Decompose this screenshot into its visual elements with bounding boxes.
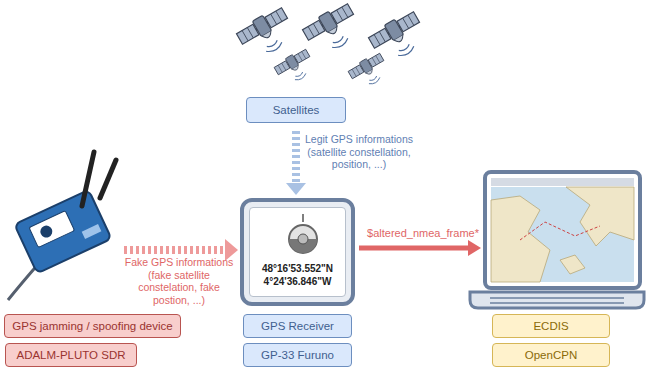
laptop-icon-part bbox=[470, 292, 644, 308]
laptop-icon-part bbox=[566, 187, 634, 246]
sdr-device-icon-part-part bbox=[82, 224, 102, 239]
label-box: GP-33 Furuno bbox=[243, 343, 352, 367]
sdr-device-icon-part bbox=[82, 152, 94, 206]
crosshair-icon-part bbox=[302, 214, 304, 222]
signal-label: Fake GPS informations (fake satellite co… bbox=[122, 256, 236, 306]
sdr-device-icon-part bbox=[14, 190, 111, 274]
laptop-icon-part bbox=[560, 255, 585, 274]
crosshair-icon-part bbox=[289, 225, 317, 253]
sdr-device-icon-part-part bbox=[38, 224, 54, 240]
nmea-arrow-part bbox=[468, 240, 481, 256]
nmea-label: $altered_nmea_frame* bbox=[361, 227, 485, 240]
fake-signal-arrow-part bbox=[124, 246, 226, 254]
sdr-device-icon-part-part bbox=[29, 211, 75, 248]
box-label: GPS Receiver bbox=[261, 320, 334, 332]
coordinate-text-group: 48°16'53.552"N4°24'36.846"W bbox=[244, 262, 351, 288]
sdr-device-icon-part bbox=[100, 160, 116, 198]
nmea-arrow bbox=[359, 240, 481, 256]
laptop-icon-part bbox=[491, 187, 634, 282]
box-label: ECDIS bbox=[533, 320, 568, 332]
box-label: OpenCPN bbox=[525, 349, 577, 361]
laptop-icon-part bbox=[485, 172, 640, 288]
coordinate-text: 4°24'36.846"W bbox=[244, 275, 351, 288]
label-box: OpenCPN bbox=[492, 343, 610, 367]
laptop-icon-part bbox=[491, 196, 550, 282]
crosshair-icon-part bbox=[298, 234, 308, 244]
box-label: Satellites bbox=[273, 104, 320, 116]
coordinate-text: 48°16'53.552"N bbox=[244, 262, 351, 275]
satellite-icons-part bbox=[273, 47, 317, 87]
gps-receiver-device: 48°16'53.552"N4°24'36.846"W bbox=[240, 198, 355, 306]
connector-line bbox=[292, 131, 300, 184]
laptop-icon-part bbox=[490, 297, 624, 299]
laptop-icon-part bbox=[520, 222, 600, 240]
label-box: Satellites bbox=[246, 97, 346, 123]
sdr-device-icon bbox=[8, 152, 116, 300]
satellite-icons-part bbox=[347, 51, 391, 91]
satellite-icons-part bbox=[301, 1, 364, 59]
box-label: ADALM-PLUTO SDR bbox=[16, 349, 125, 361]
box-label: GPS jamming / spoofing device bbox=[12, 320, 172, 332]
label-box: ECDIS bbox=[492, 314, 610, 338]
edge-label: Legit GPS informations (satellite conste… bbox=[305, 133, 413, 171]
nmea-arrow-part bbox=[359, 246, 470, 251]
label-box: GPS jamming / spoofing device bbox=[4, 314, 181, 338]
satellite-icons-part bbox=[235, 5, 298, 63]
label-box: GPS Receiver bbox=[243, 314, 352, 338]
satellite-icons bbox=[235, 1, 430, 92]
arrow-head bbox=[286, 183, 306, 195]
label-box: ADALM-PLUTO SDR bbox=[5, 343, 137, 367]
laptop-icon-part bbox=[490, 302, 624, 304]
box-label: GP-33 Furuno bbox=[261, 349, 334, 361]
crosshair-icon bbox=[273, 212, 333, 262]
sdr-device-icon-part-part bbox=[14, 190, 111, 274]
laptop-icon-part bbox=[491, 178, 634, 186]
signal-connector bbox=[286, 131, 306, 195]
laptop-icon bbox=[470, 172, 644, 308]
